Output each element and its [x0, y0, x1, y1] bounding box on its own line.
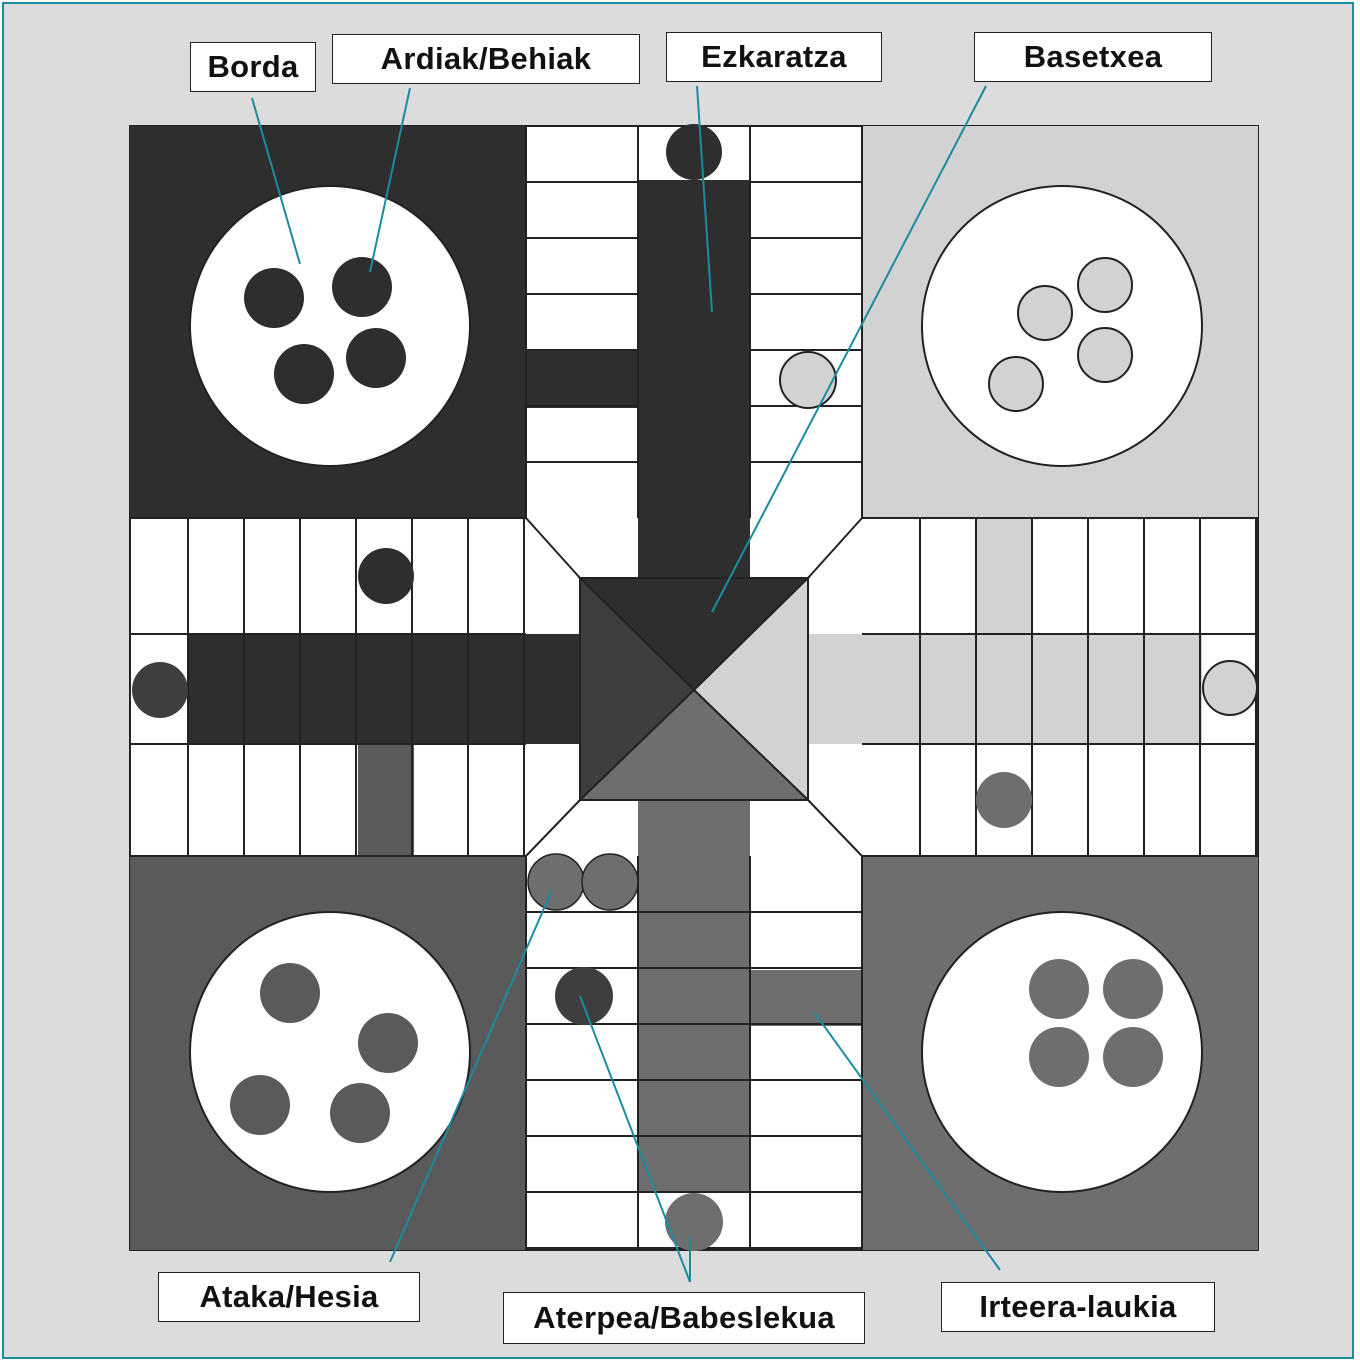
track-piece-bottom-left	[555, 967, 613, 1025]
home-circle-top-left	[190, 186, 470, 466]
barrier-piece-2	[582, 854, 638, 910]
track-piece-right	[976, 772, 1032, 828]
track-piece-top	[666, 124, 722, 180]
exit-square-right	[976, 518, 1032, 634]
home-circle-bottom-left	[190, 912, 470, 1192]
label-ataka-hesia: Ataka/Hesia	[158, 1272, 420, 1322]
track-piece-top-right	[780, 352, 836, 408]
track-piece-left	[358, 548, 414, 604]
home-column-bottom	[638, 800, 750, 1192]
home-column-top	[638, 180, 750, 578]
label-ardiak-behiak: Ardiak/Behiak	[332, 34, 640, 84]
track-piece-far-left	[132, 662, 188, 718]
barrier-piece-1	[528, 854, 584, 910]
label-borda: Borda	[190, 42, 316, 92]
label-basetxea: Basetxea	[974, 32, 1212, 82]
exit-square-top	[526, 350, 638, 408]
home-column-left	[188, 634, 580, 744]
exit-square-bottom	[750, 970, 862, 1026]
home-column-right	[808, 634, 1202, 744]
track-piece-far-right	[1203, 661, 1257, 715]
label-aterpea-babeslekua: Aterpea/Babeslekua	[503, 1292, 865, 1344]
track-piece-bottom	[665, 1193, 723, 1251]
label-irteera-laukia: Irteera-laukia	[941, 1282, 1215, 1332]
label-ezkaratza: Ezkaratza	[666, 32, 882, 82]
exit-square-left	[358, 744, 414, 856]
